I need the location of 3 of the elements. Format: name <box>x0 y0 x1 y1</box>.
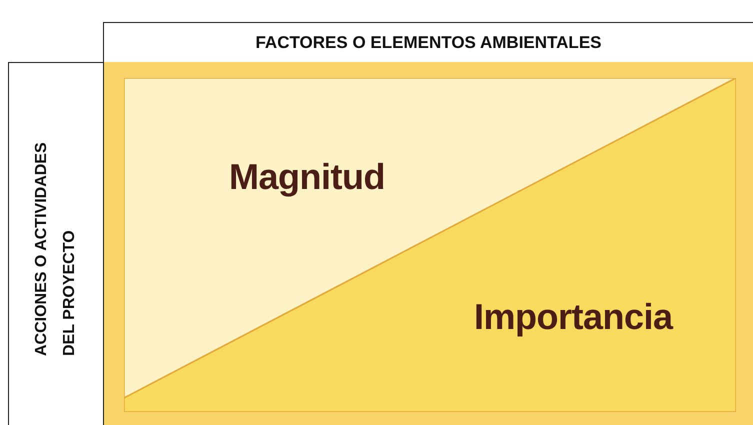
region-label: Importancia <box>474 296 673 338</box>
region-label: Magnitud <box>229 156 385 198</box>
row-header: ACCIONES O ACTIVIDADES DEL PROYECTO <box>32 141 79 358</box>
